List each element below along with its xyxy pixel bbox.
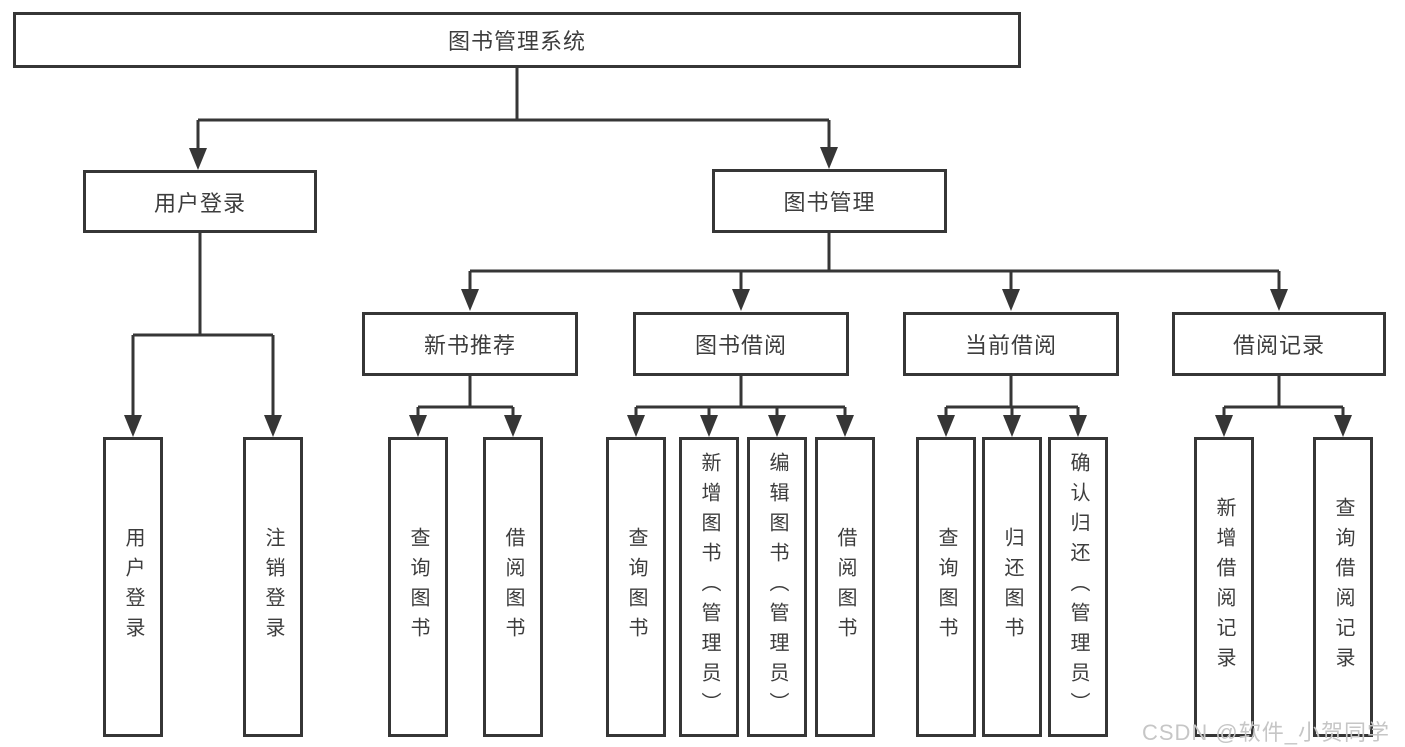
node-label: 图书借阅 bbox=[694, 333, 787, 358]
leaf-label: 确认归还（管理员） bbox=[1067, 452, 1089, 722]
leaf-return-books: 归还图书 bbox=[982, 437, 1042, 737]
leaf-label: 查询借阅记录 bbox=[1332, 497, 1354, 677]
leaf-label: 编辑图书（管理员） bbox=[766, 452, 788, 722]
leaf-add-borrow-record: 新增借阅记录 bbox=[1194, 437, 1254, 737]
node-new-book-recommend: 新书推荐 bbox=[362, 312, 578, 376]
node-book-borrowing: 图书借阅 bbox=[633, 312, 849, 376]
leaf-label: 借阅图书 bbox=[834, 527, 856, 647]
leaf-add-books-admin: 新增图书（管理员） bbox=[679, 437, 739, 737]
leaf-borrow-books: 借阅图书 bbox=[815, 437, 875, 737]
leaf-label: 借阅图书 bbox=[502, 527, 524, 647]
node-label: 借阅记录 bbox=[1232, 333, 1325, 358]
leaf-label: 用户登录 bbox=[122, 527, 144, 647]
node-label: 新书推荐 bbox=[423, 333, 516, 358]
node-label: 用户登录 bbox=[153, 190, 246, 216]
leaf-label: 新增图书（管理员） bbox=[698, 452, 720, 722]
leaf-label: 归还图书 bbox=[1001, 527, 1023, 647]
node-borrow-records: 借阅记录 bbox=[1172, 312, 1386, 376]
arrowheads bbox=[124, 147, 1352, 437]
node-label: 当前借阅 bbox=[964, 333, 1057, 358]
leaf-confirm-return-admin: 确认归还（管理员） bbox=[1048, 437, 1108, 737]
leaf-query-borrow-record: 查询借阅记录 bbox=[1313, 437, 1373, 737]
leaf-label: 新增借阅记录 bbox=[1213, 497, 1235, 677]
leaf-user-login: 用户登录 bbox=[103, 437, 163, 737]
node-current-borrowing: 当前借阅 bbox=[903, 312, 1119, 376]
node-user-login-branch: 用户登录 bbox=[83, 170, 317, 233]
node-label: 图书管理系统 bbox=[447, 29, 586, 54]
leaf-label: 查询图书 bbox=[935, 527, 957, 647]
leaf-edit-books-admin: 编辑图书（管理员） bbox=[747, 437, 807, 737]
leaf-query-books-current: 查询图书 bbox=[916, 437, 976, 737]
leaf-label: 查询图书 bbox=[407, 527, 429, 647]
node-label: 图书管理 bbox=[783, 190, 876, 215]
node-root-system: 图书管理系统 bbox=[13, 12, 1021, 68]
leaf-query-books-borrowing: 查询图书 bbox=[606, 437, 666, 737]
leaf-label: 查询图书 bbox=[625, 527, 647, 647]
csdn-watermark: CSDN @软件_小贺同学 bbox=[1141, 720, 1390, 745]
leaf-label: 注销登录 bbox=[262, 527, 284, 647]
leaf-borrow-books-recommend: 借阅图书 bbox=[483, 437, 543, 737]
leaf-query-books-recommend: 查询图书 bbox=[388, 437, 448, 737]
leaf-logout: 注销登录 bbox=[243, 437, 303, 737]
node-book-management: 图书管理 bbox=[712, 169, 947, 233]
